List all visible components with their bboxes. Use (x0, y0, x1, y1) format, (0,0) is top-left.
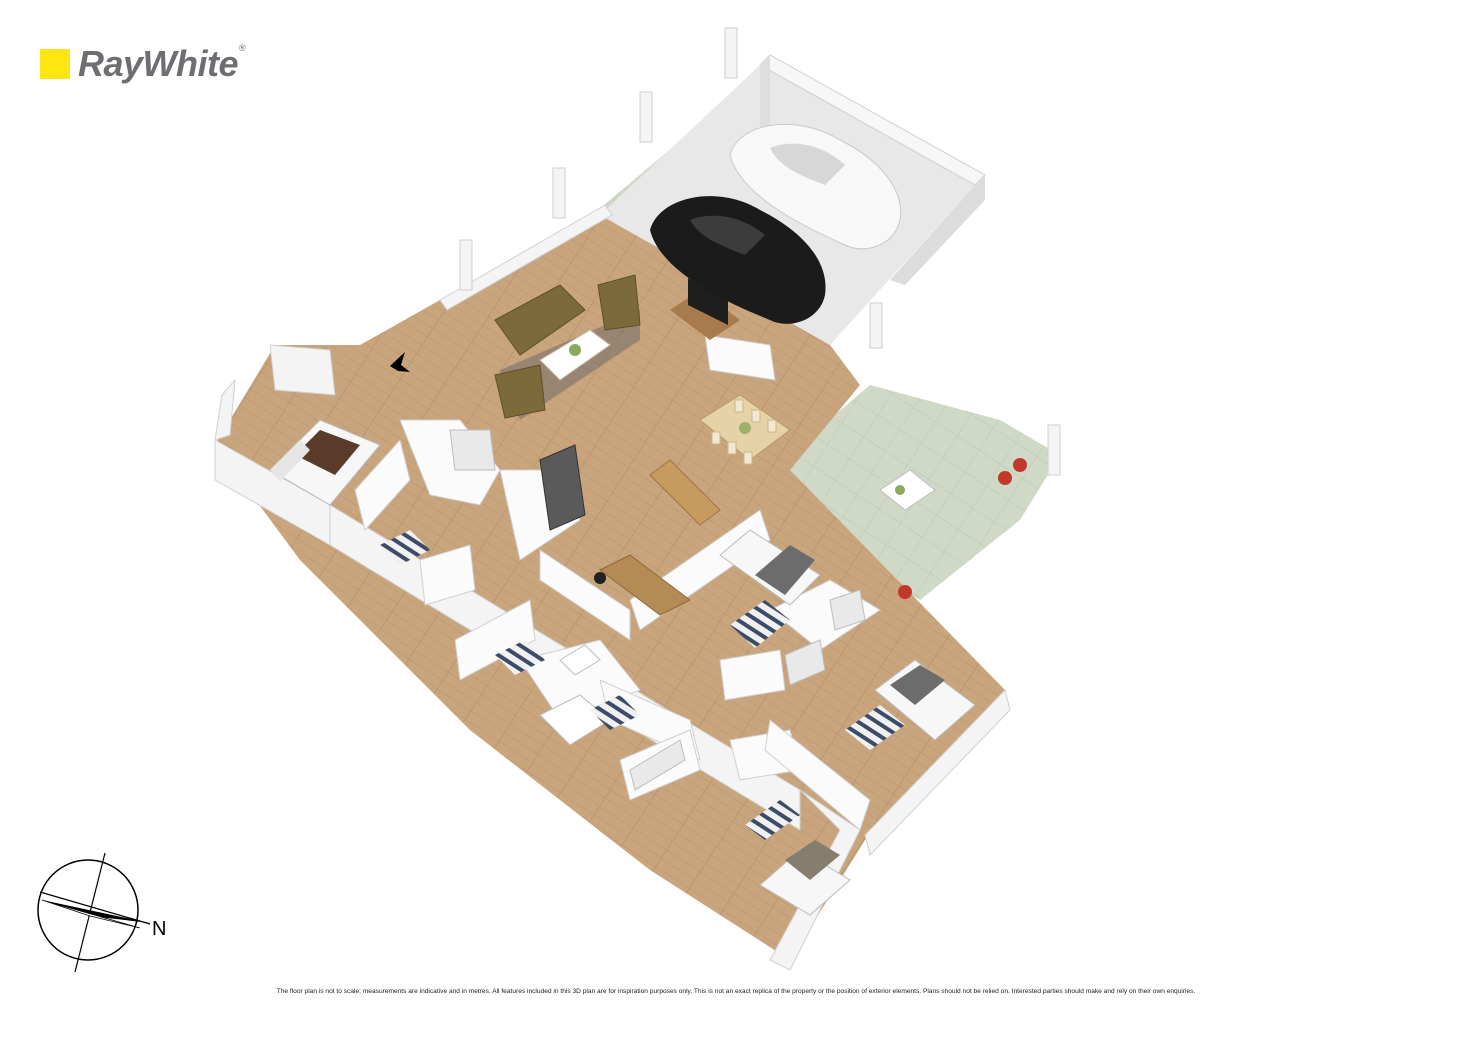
logo-square-icon (40, 49, 70, 79)
car-dark (650, 196, 826, 324)
tv-unit (670, 278, 740, 340)
wardrobes (449, 429, 866, 791)
bedroom-3-bed (845, 659, 976, 750)
master-bed (269, 419, 381, 506)
compass-north-label: N (152, 918, 167, 940)
dining-table (699, 394, 791, 465)
entry-arrow-icon (390, 352, 410, 372)
bedroom-4-bed (745, 800, 851, 916)
disclaimer-text: The floor plan is not to scale; measurem… (276, 988, 1196, 995)
living-area (494, 274, 641, 420)
kitchen (539, 444, 721, 616)
outdoor-furniture (879, 458, 1027, 599)
car-light (729, 123, 902, 250)
brand-logo: RayWhite® (40, 43, 246, 84)
compass-icon (37, 852, 151, 973)
bathroom (380, 530, 640, 746)
bedroom-2-bed (719, 529, 821, 648)
brand-name: RayWhite® (78, 43, 246, 84)
pillars (459, 27, 1061, 476)
